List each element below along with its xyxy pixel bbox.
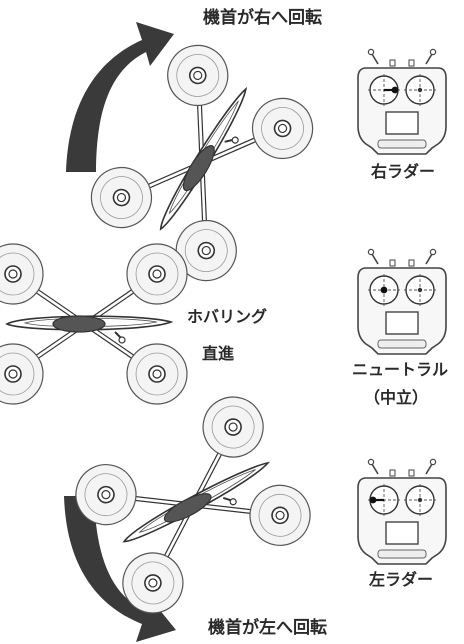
neutral-label: ニュートラル (352, 360, 449, 379)
right-rudder-label: 右ラダー (371, 162, 436, 181)
drone-hovering-icon (0, 244, 187, 404)
rotate-left-label: 機首が左へ回転 (208, 618, 327, 638)
rotate-right-arrow-icon (66, 22, 174, 172)
rotate-right-label: 機首が右へ回転 (203, 8, 322, 28)
transmitter-neutral-icon (357, 248, 447, 355)
left-rudder-label: 左ラダー (369, 570, 434, 589)
straight-label: 直進 (202, 344, 235, 363)
neutral-sub-label: （中立） (364, 388, 429, 407)
transmitter-left-rudder-icon (357, 458, 447, 565)
transmitter-right-rudder-icon (357, 48, 447, 155)
hover-label: ホバリング (187, 307, 268, 326)
